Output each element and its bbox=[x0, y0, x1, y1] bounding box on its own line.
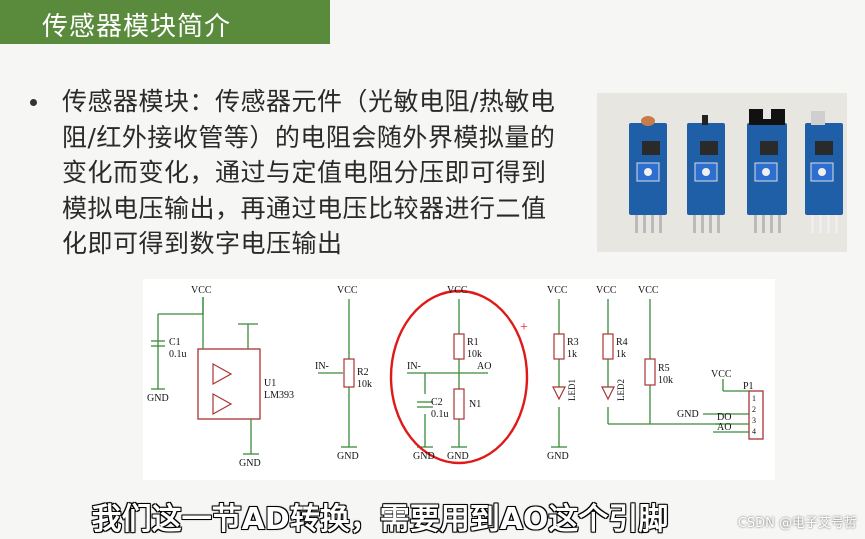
module-photoresistor bbox=[629, 116, 667, 233]
p1-label: P1 bbox=[743, 381, 754, 392]
pin-2: 2 bbox=[752, 405, 756, 414]
module-ir-receiver bbox=[805, 111, 843, 233]
r1-label: R1 bbox=[467, 337, 479, 348]
module-ir-slot bbox=[747, 109, 787, 233]
r3-value: 1k bbox=[567, 349, 577, 360]
n1-label: N1 bbox=[469, 399, 481, 410]
plus-marker: + bbox=[520, 320, 528, 335]
c2-label: C2 bbox=[431, 397, 443, 408]
sensor-modules-photo bbox=[597, 93, 847, 252]
vcc-label-5: VCC bbox=[596, 285, 617, 296]
r5-label: R5 bbox=[658, 363, 670, 374]
r1-value: 10k bbox=[467, 349, 482, 360]
u1-label: U1 bbox=[264, 378, 276, 389]
title-strip bbox=[330, 0, 865, 44]
c1-value: 0.1u bbox=[169, 349, 187, 360]
module-thermistor bbox=[687, 115, 725, 233]
ao-label-1: AO bbox=[477, 361, 491, 372]
vcc-label-1: VCC bbox=[191, 285, 212, 296]
vcc-label-6: VCC bbox=[638, 285, 659, 296]
r4-value: 1k bbox=[616, 349, 626, 360]
video-subtitle: 我们这一节AD转换，需要用到AO这个引脚 bbox=[91, 501, 669, 537]
pin-1: 1 bbox=[752, 394, 756, 403]
sensor-modules-illustration bbox=[597, 93, 847, 252]
do-label: DO bbox=[717, 412, 731, 423]
r5-value: 10k bbox=[658, 375, 673, 386]
bullet-dot bbox=[30, 99, 37, 106]
vcc-label-2: VCC bbox=[337, 285, 358, 296]
ao-label-2: AO bbox=[717, 422, 731, 433]
in-minus-label-1: IN- bbox=[315, 361, 329, 372]
u1-part: LM393 bbox=[264, 390, 294, 401]
vcc-label-7: VCC bbox=[711, 369, 732, 380]
led1-label: LED1 bbox=[567, 379, 577, 401]
schematic-diagram: VCC VCC VCC VCC VCC VCC VCC GND GND GND … bbox=[143, 279, 775, 480]
vcc-label-4: VCC bbox=[547, 285, 568, 296]
gnd-label-7: GND bbox=[677, 409, 699, 420]
watermark: CSDN @电子艾号哲 bbox=[737, 516, 857, 531]
gnd-label-3: GND bbox=[337, 451, 359, 462]
in-minus-label-2: IN- bbox=[407, 361, 421, 372]
schematic-svg: VCC VCC VCC VCC VCC VCC VCC GND GND GND … bbox=[147, 285, 764, 469]
r3-label: R3 bbox=[567, 337, 579, 348]
r4-label: R4 bbox=[616, 337, 628, 348]
pin-3: 3 bbox=[752, 416, 756, 425]
led2-label: LED2 bbox=[616, 379, 626, 401]
pin-4: 4 bbox=[752, 427, 756, 436]
c2-value: 0.1u bbox=[431, 409, 449, 420]
slide-title-bar: 传感器模块简介 bbox=[0, 0, 330, 44]
bullet-text: 传感器模块：传感器元件（光敏电阻/热敏电阻/红外接收管等）的电阻会随外界模拟量的… bbox=[62, 87, 556, 258]
r2-value: 10k bbox=[357, 379, 372, 390]
r2-label: R2 bbox=[357, 367, 369, 378]
vcc-label-3: VCC bbox=[447, 285, 468, 296]
gnd-label-4: GND bbox=[413, 451, 435, 462]
gnd-label-1: GND bbox=[147, 393, 169, 404]
c1-label: C1 bbox=[169, 337, 181, 348]
gnd-label-5: GND bbox=[447, 451, 469, 462]
gnd-label-2: GND bbox=[239, 458, 261, 469]
gnd-label-6: GND bbox=[547, 451, 569, 462]
highlight-circle bbox=[389, 289, 529, 465]
slide-title: 传感器模块简介 bbox=[42, 12, 232, 42]
